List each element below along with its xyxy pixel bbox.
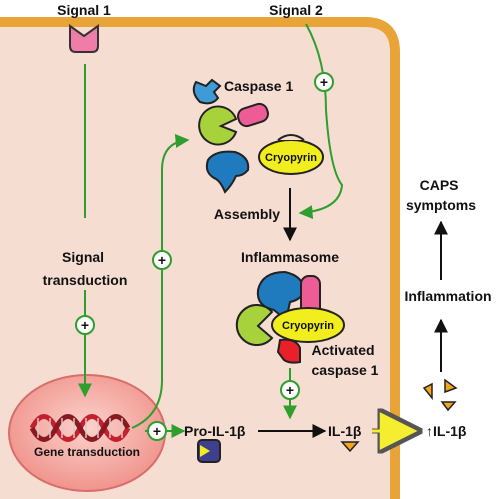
cryopyrin-label: Cryopyrin bbox=[265, 152, 317, 164]
signal-transduction-label: Signal transduction bbox=[43, 249, 128, 288]
dna-helix-icon bbox=[29, 414, 131, 442]
cryopyrin-bound-label: Cryopyrin bbox=[282, 320, 334, 332]
svg-text:+: + bbox=[158, 252, 166, 268]
svg-text:+: + bbox=[320, 74, 328, 90]
svg-text:+: + bbox=[286, 382, 294, 398]
il1b-label: IL-1β bbox=[328, 423, 362, 439]
plus-circle: + bbox=[280, 380, 300, 400]
signal1-receptor-icon bbox=[69, 24, 99, 53]
il1b-particle-icon bbox=[444, 378, 458, 394]
dark-blue-subunit-icon bbox=[205, 150, 250, 194]
assembly-label: Assembly bbox=[214, 206, 280, 222]
plus-circle: + bbox=[152, 250, 172, 270]
pink-rod-icon bbox=[237, 102, 269, 128]
caspase1-blue-icon bbox=[192, 78, 222, 105]
inflammation-label: Inflammation bbox=[404, 288, 491, 304]
activated-caspase1-label: Activated caspase 1 bbox=[312, 342, 379, 378]
svg-text:+: + bbox=[81, 317, 89, 333]
il1b-icon bbox=[340, 441, 360, 453]
green-pacman-icon bbox=[198, 105, 238, 146]
caspase1-label: Caspase 1 bbox=[224, 78, 293, 94]
pro-il1b-label: Pro-IL-1β bbox=[184, 423, 246, 439]
inflammasome-label: Inflammasome bbox=[241, 249, 339, 265]
svg-text:+: + bbox=[153, 423, 161, 439]
plus-circle: + bbox=[314, 72, 334, 92]
inflammasome-complex-icon bbox=[235, 270, 345, 364]
il1b-particle-icon bbox=[422, 382, 433, 401]
il1b-up-label: ↑IL-1β bbox=[426, 423, 467, 439]
gene-transduction-label: Gene transduction bbox=[34, 445, 140, 459]
signal1-label: Signal 1 bbox=[57, 2, 111, 18]
caps-symptoms-label: CAPS symptoms bbox=[406, 177, 476, 213]
plus-circle: + bbox=[147, 421, 167, 441]
il1b-particle-icon bbox=[440, 401, 457, 412]
plus-circle: + bbox=[75, 315, 95, 335]
cryopyrin-notch bbox=[277, 134, 305, 141]
pro-il1b-inner-icon bbox=[200, 445, 210, 457]
signal2-label: Signal 2 bbox=[269, 2, 323, 18]
